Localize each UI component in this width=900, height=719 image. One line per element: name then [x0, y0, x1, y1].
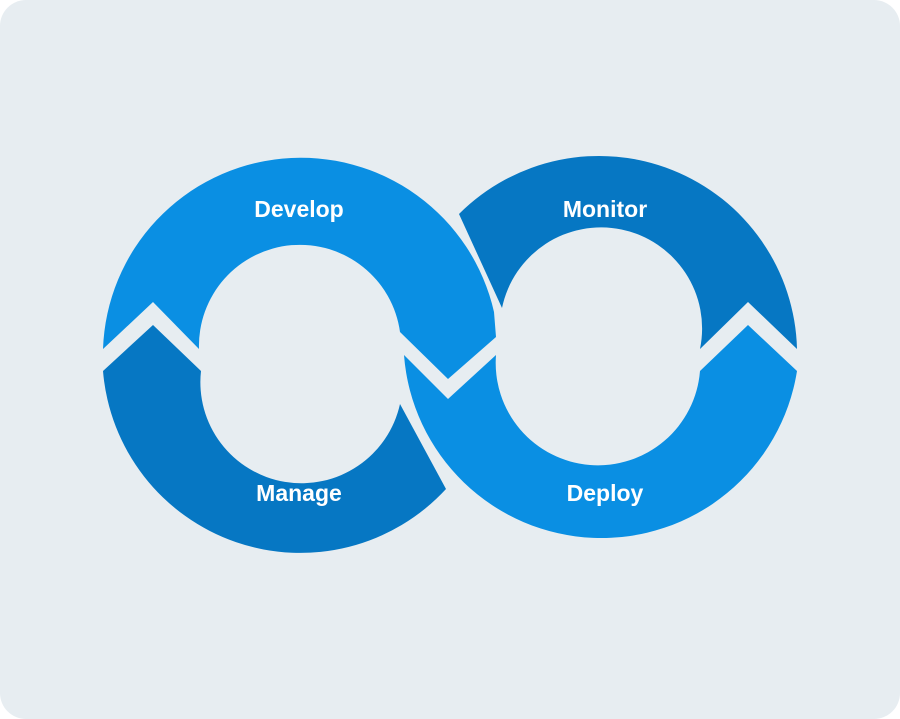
manage-segment	[103, 325, 446, 553]
monitor-segment	[459, 155, 797, 349]
deploy-segment	[404, 325, 797, 539]
develop-label: Develop	[254, 196, 343, 222]
develop-segment	[103, 157, 496, 379]
monitor-label: Monitor	[563, 196, 647, 222]
deploy-label: Deploy	[567, 480, 644, 506]
manage-label: Manage	[256, 480, 342, 506]
